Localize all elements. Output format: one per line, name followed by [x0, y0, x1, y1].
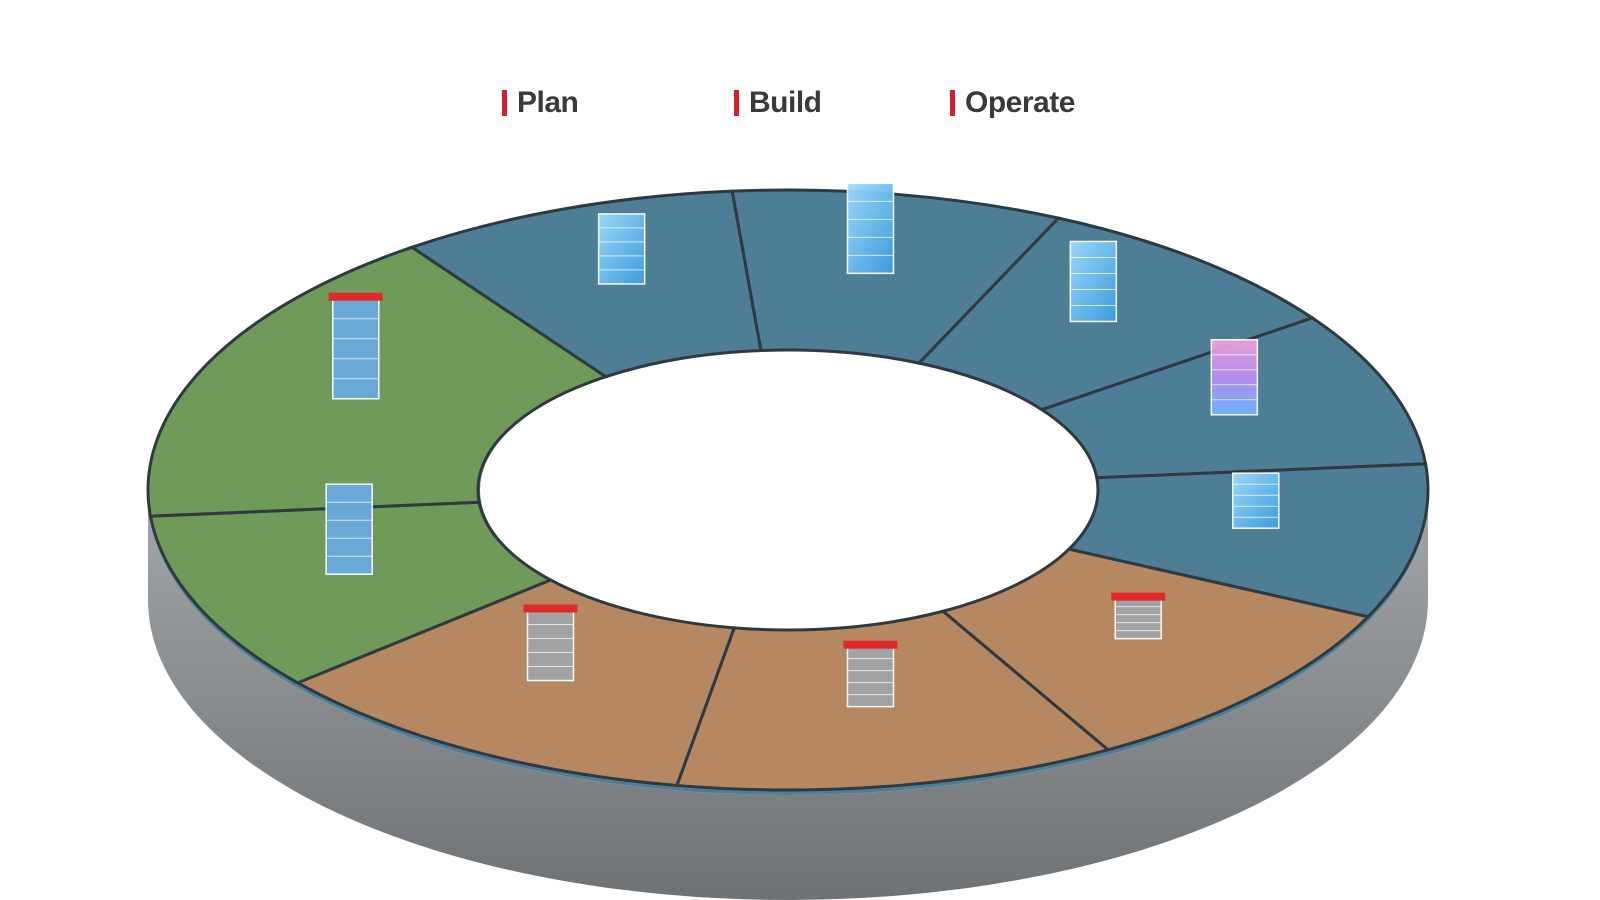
legend-marker: [734, 90, 739, 116]
legend-marker: [950, 90, 955, 116]
frame-construction-icon: [843, 640, 898, 708]
data-tower-icon: [1210, 339, 1259, 416]
legend-marker: [502, 90, 507, 116]
phase-legend: Plan Build Operate: [0, 86, 1600, 126]
legend-label-operate: Operate: [965, 86, 1075, 119]
finished-campus-icon: [325, 483, 373, 575]
floorplan-icon: [1232, 472, 1280, 529]
legend-label-build: Build: [749, 86, 822, 119]
tower-cluster-icon: [846, 182, 895, 275]
legend-item-operate: Operate: [950, 86, 1075, 120]
warehouse-truck-icon: [1111, 592, 1166, 640]
ring-outer-wall: [148, 495, 1428, 900]
glass-panels-icon: [597, 213, 646, 285]
tower-with-trees-icon: [1069, 240, 1118, 323]
crane-towers-icon: [328, 292, 383, 400]
ring-segment-plan: [408, 189, 763, 379]
legend-label-plan: Plan: [517, 86, 579, 119]
legend-item-build: Build: [734, 86, 822, 120]
core-construction-icon: [523, 604, 578, 682]
ring-segment-build: [294, 578, 737, 788]
legend-item-plan: Plan: [502, 86, 579, 120]
ring-segment-operate: [148, 500, 555, 685]
